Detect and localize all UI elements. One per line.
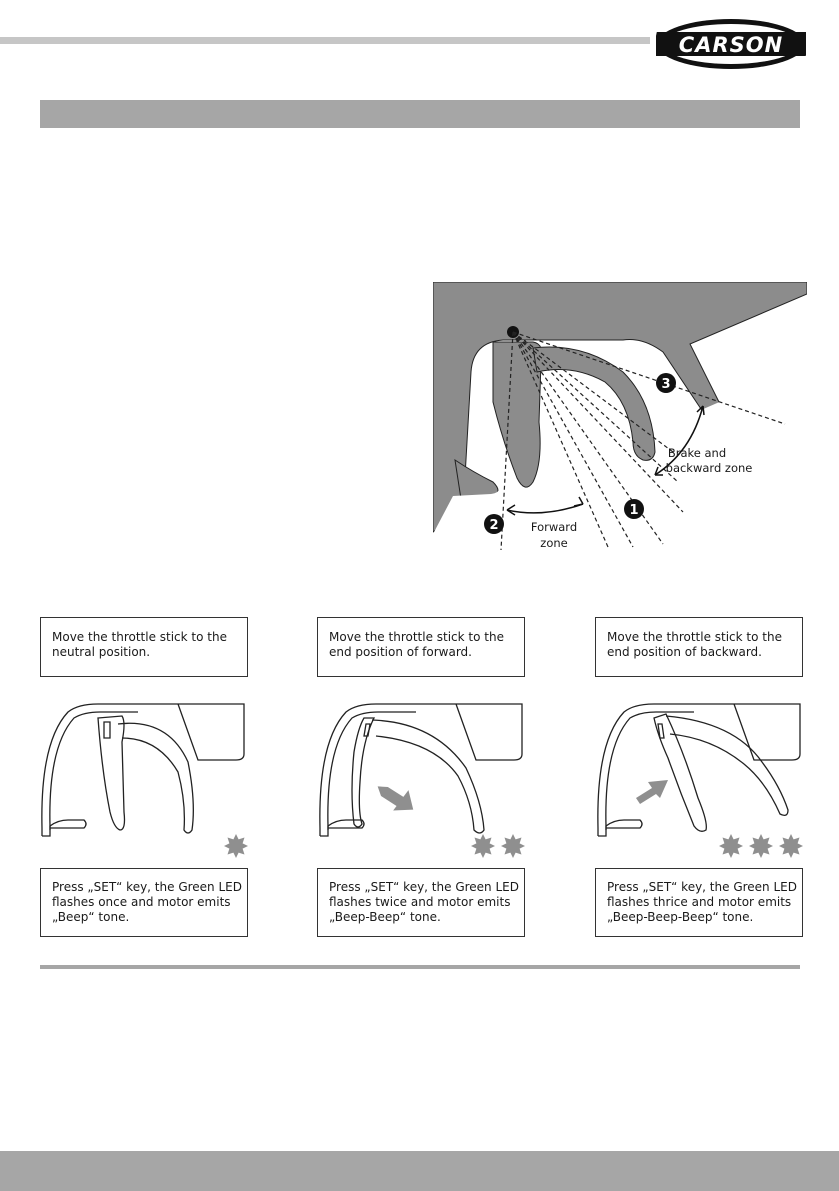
step-2-stick-forward <box>319 703 523 837</box>
carson-logo: CARSON <box>656 19 806 69</box>
marker-3: 3 <box>656 373 676 393</box>
brake-zone-label: Brake and <box>668 446 726 460</box>
forward-zone-label-line2: zone <box>540 536 567 550</box>
svg-text:3: 3 <box>661 377 670 392</box>
step-3-stick-backward <box>597 703 801 837</box>
marker-1: 1 <box>624 499 644 519</box>
step-3-led-row <box>595 834 803 860</box>
step-2-instruction: Move the throttle stick to the end posit… <box>317 617 525 677</box>
step-1-instruction: Move the throttle stick to the neutral p… <box>40 617 248 677</box>
led-flash-icon <box>719 834 743 858</box>
step-2-led-row <box>317 834 525 860</box>
step-3-result: Press „SET“ key, the Green LED flashes t… <box>595 868 803 937</box>
led-flash-icon <box>501 834 525 858</box>
led-flash-icon <box>749 834 773 858</box>
marker-2: 2 <box>484 514 504 534</box>
step-1-result: Press „SET“ key, the Green LED flashes o… <box>40 868 248 937</box>
led-flash-icon <box>779 834 803 858</box>
forward-zone-label: Forward <box>531 520 577 534</box>
svg-text:2: 2 <box>489 518 498 533</box>
step-1-led-row <box>40 834 248 860</box>
step-3-instruction: Move the throttle stick to the end posit… <box>595 617 803 677</box>
direction-arrow <box>636 780 668 804</box>
led-flash-icon <box>471 834 495 858</box>
svg-text:1: 1 <box>629 503 638 518</box>
direction-arrow <box>377 786 414 811</box>
header-rule <box>0 37 650 44</box>
step-1-stick-neutral <box>41 703 245 837</box>
step-2-result: Press „SET“ key, the Green LED flashes t… <box>317 868 525 937</box>
section-header-bar <box>40 100 800 128</box>
throttle-zone-diagram: 1 2 3 Brake and backward zone Forward zo… <box>433 282 807 550</box>
trigger-arm <box>532 346 656 461</box>
section-divider <box>40 965 800 969</box>
led-flash-icon <box>224 834 248 858</box>
svg-text:CARSON: CARSON <box>679 33 783 57</box>
brake-zone-label-line2: backward zone <box>666 461 753 475</box>
brake-zone-arc <box>654 405 704 476</box>
footer-bar <box>0 1151 839 1191</box>
